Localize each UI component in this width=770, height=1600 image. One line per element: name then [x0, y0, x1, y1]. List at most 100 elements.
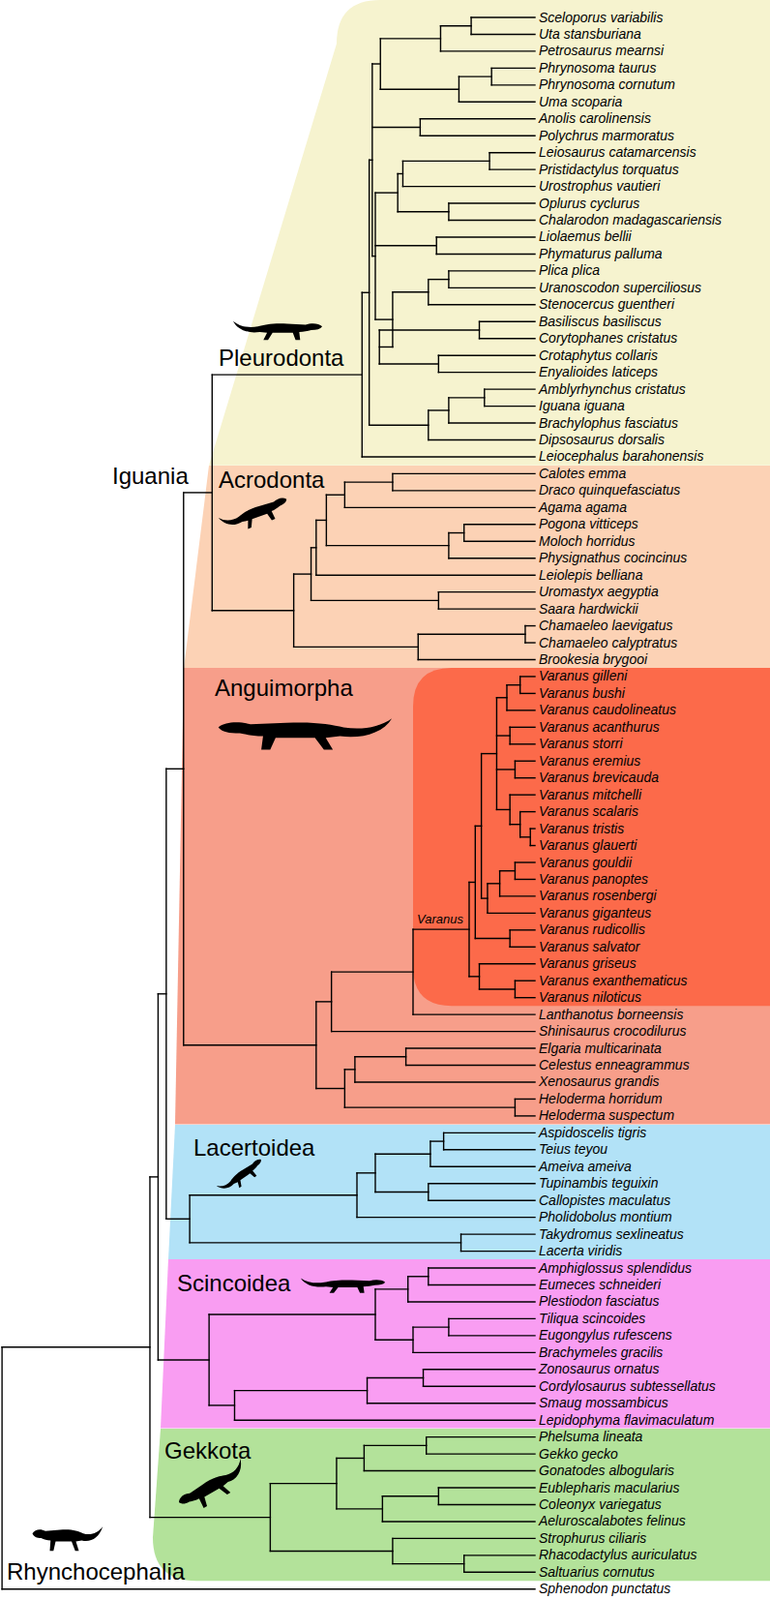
taxon-label: Varanus exanthematicus	[538, 972, 688, 988]
tree-branch	[316, 1000, 332, 1002]
tree-branch	[344, 1105, 515, 1107]
tree-branch	[479, 987, 516, 989]
tree-branch	[447, 1317, 449, 1334]
tree-branch	[483, 388, 485, 406]
tree-branch	[363, 1444, 426, 1446]
taxon-label: Saara hardwickii	[538, 600, 639, 617]
tree-branch	[525, 641, 535, 643]
taxon-label: Phymaturus palluma	[538, 245, 663, 262]
lizard-silhouette	[218, 717, 392, 749]
tree-branch	[444, 1148, 535, 1150]
tree-branch	[430, 1139, 445, 1141]
tree-branch	[443, 1131, 445, 1149]
tree-branch	[355, 1080, 535, 1082]
taxon-label: Phelsuma lineata	[538, 1427, 643, 1444]
tree-branch	[448, 532, 465, 534]
tree-branch	[496, 734, 510, 736]
tree-branch	[438, 355, 440, 372]
taxon-label: Leiolepis belliana	[538, 566, 643, 583]
taxon-label: Takydromus sexlineatus	[538, 1225, 684, 1242]
tree-branch	[489, 168, 535, 170]
band-fill	[183, 465, 770, 669]
tree-branch	[269, 1481, 337, 1483]
band-fill	[413, 667, 770, 1006]
tree-branch	[408, 1274, 429, 1276]
taxon-label: Heloderma suspectum	[538, 1106, 675, 1123]
tree-branch	[436, 236, 535, 237]
tree-branch	[361, 292, 363, 457]
tree-branch	[188, 1194, 190, 1243]
tree-branch	[509, 928, 535, 930]
tree-branch	[402, 160, 490, 162]
taxon-label: Uromastyx aegyptia	[538, 583, 659, 599]
tree-branch	[293, 573, 295, 647]
taxon-label: Aeluroscalabotes felinus	[538, 1511, 686, 1528]
tree-branch	[316, 1087, 346, 1089]
tree-branch	[514, 996, 535, 998]
tree-branch	[354, 1056, 356, 1082]
tree-branch	[356, 1171, 376, 1173]
taxon-label: Sceloporus variabilis	[538, 9, 663, 26]
taxon-label: Anolis carolinensis	[538, 110, 652, 126]
tree-branch	[157, 993, 159, 1360]
tree-branch	[499, 870, 501, 896]
tree-branch	[438, 1503, 535, 1505]
tree-branch	[426, 1435, 535, 1437]
taxon-label: Iguana iguana	[538, 397, 625, 414]
tree-branch	[487, 882, 501, 884]
tree-branch	[379, 328, 479, 330]
tree-branch	[336, 1507, 383, 1509]
tree-branch	[423, 1385, 535, 1387]
tree-branch	[316, 573, 535, 575]
tree-branch	[514, 760, 535, 762]
taxon-label: Heloderma horridum	[538, 1090, 663, 1106]
tree-branch	[325, 494, 327, 545]
tree-branch	[344, 480, 393, 482]
lizard-silhouette	[218, 493, 293, 537]
clade-name: Rhynchocephalia	[6, 1557, 185, 1585]
tree-branch	[417, 658, 535, 660]
tree-branch	[413, 927, 470, 929]
tree-branch	[423, 1367, 535, 1369]
taxon-label: Brachymeles gracilis	[538, 1343, 663, 1360]
taxon-label: Physignathus cocincinus	[538, 549, 687, 565]
taxon-label: Varanus scalaris	[538, 802, 639, 819]
clade-label: Acrodonta	[218, 466, 325, 494]
tree-branch	[506, 709, 535, 711]
tree-branch	[508, 794, 510, 825]
tree-branch	[444, 1131, 535, 1133]
tree-branch	[234, 1418, 535, 1420]
tree-branch	[379, 346, 393, 348]
tree-branch	[1, 1587, 535, 1589]
tree-branch	[211, 373, 362, 375]
tree-branch	[366, 1377, 368, 1403]
tree-branch	[491, 84, 535, 86]
taxon-label: Varanus griseus	[538, 954, 637, 971]
tree-branch	[392, 489, 535, 491]
tree-branch	[363, 1444, 365, 1470]
tree-branch	[508, 726, 510, 743]
taxon-label: Petrosaurus mearnsi	[538, 42, 664, 59]
taxon-label: Phrynosoma cornutum	[538, 76, 676, 92]
taxon-label: Gonatodes albogularis	[538, 1461, 675, 1478]
tree-branch	[294, 572, 312, 574]
tree-branch	[402, 185, 535, 187]
taxon-label: Varanus rosenbergi	[538, 887, 657, 903]
tree-branch	[448, 219, 535, 221]
tree-branch	[367, 1376, 424, 1378]
tree-branch	[430, 1165, 535, 1167]
taxon-label: Plica plica	[538, 262, 600, 278]
taxon-label: Varanus acanthurus	[538, 718, 660, 735]
tree-branch	[447, 533, 449, 559]
tree-branch	[208, 1403, 235, 1405]
taxon-label: Tiliqua scincoides	[538, 1309, 646, 1326]
tree-branch	[367, 1401, 535, 1403]
tree-branch	[374, 1153, 376, 1191]
tree-branch	[481, 752, 498, 754]
taxon-label: Lacerta viridis	[538, 1242, 622, 1258]
taxon-label: Pogona vitticeps	[538, 515, 639, 532]
taxon-label: Lepidophyma flavimaculatum	[538, 1411, 714, 1427]
